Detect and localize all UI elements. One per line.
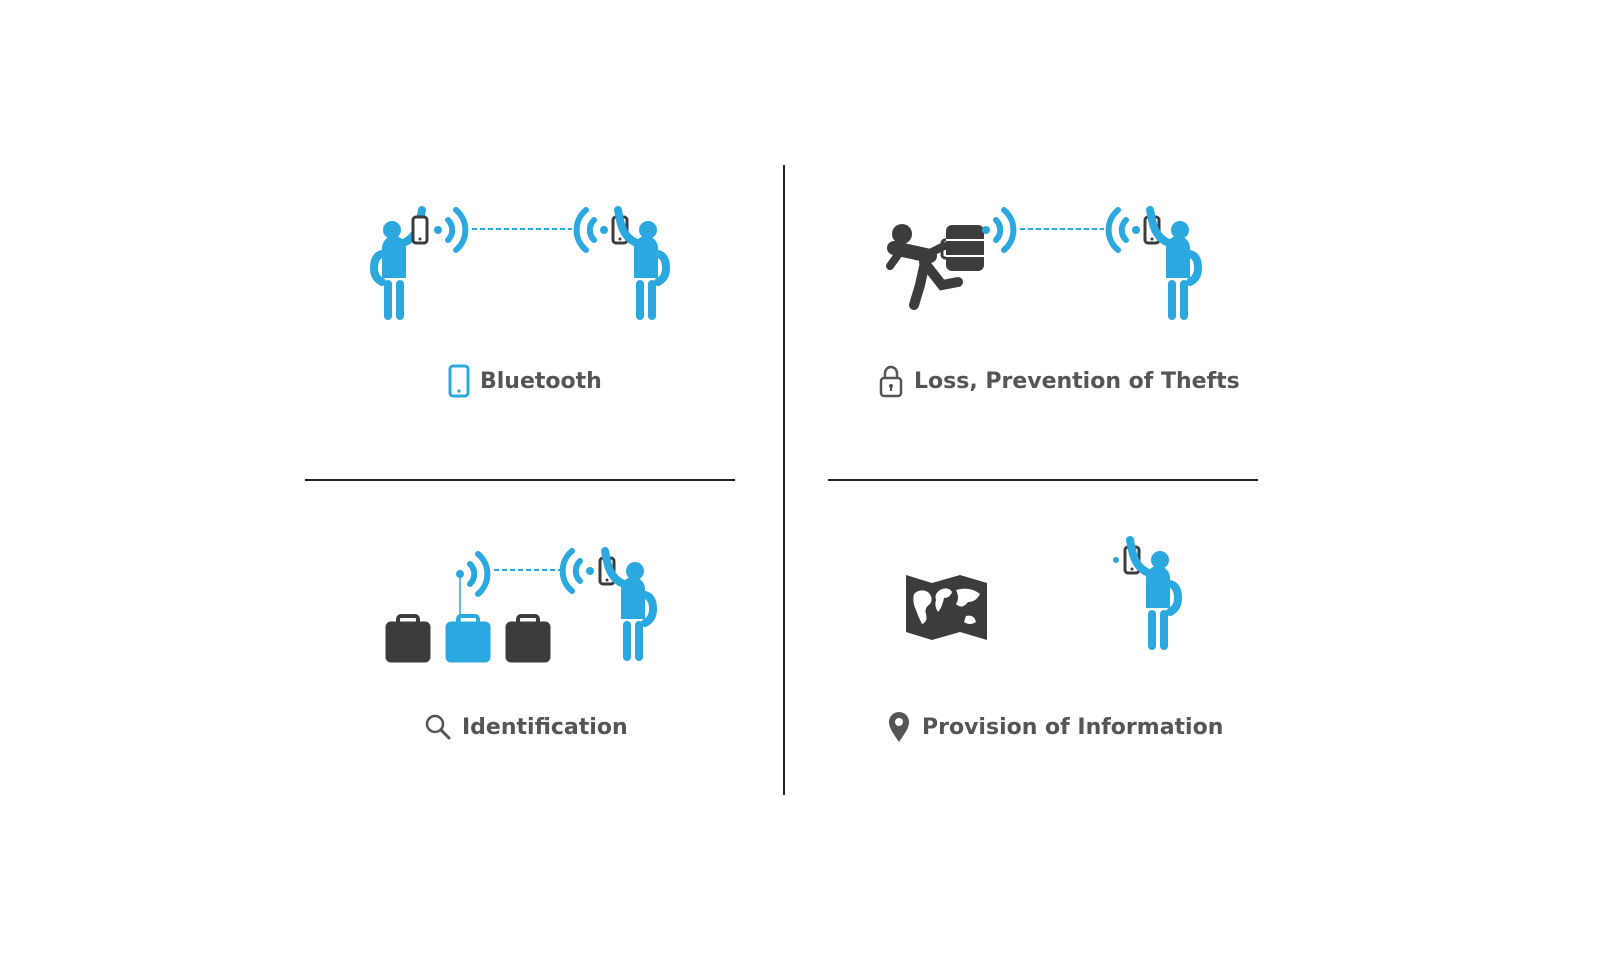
lock-icon <box>879 365 903 398</box>
signal-dot <box>1113 557 1119 563</box>
smartphone-icon <box>448 364 470 398</box>
stolen-suitcase-icon <box>940 225 984 271</box>
bluetooth-title: Bluetooth <box>480 368 602 394</box>
loss-label: Loss, Prevention of Thefts <box>878 364 1240 398</box>
suitcase-icon <box>504 614 552 664</box>
information-illustration <box>906 540 1178 650</box>
identification-title: Identification <box>462 714 628 740</box>
information-label: Provision of Information <box>886 710 1223 744</box>
person-with-phone-icon <box>1150 210 1198 320</box>
magnifier-icon <box>425 714 451 740</box>
signal-icon <box>563 551 594 591</box>
person-with-phone-icon <box>1130 540 1178 650</box>
signal-icon <box>434 210 465 250</box>
identification-illustration <box>384 551 653 664</box>
bluetooth-illustration <box>374 210 666 320</box>
information-title: Provision of Information <box>922 714 1224 740</box>
loss-title: Loss, Prevention of Thefts <box>914 368 1240 394</box>
person-with-phone-icon <box>605 551 653 661</box>
signal-icon <box>982 210 1013 250</box>
suitcase-icon <box>384 614 432 664</box>
person-with-phone-icon <box>618 210 666 320</box>
identification-label: Identification <box>424 712 628 742</box>
world-map-icon <box>906 575 987 640</box>
identified-suitcase-icon <box>444 614 492 664</box>
location-pin-icon <box>889 712 909 742</box>
theft-illustration <box>886 210 1198 320</box>
phone-icon <box>411 215 429 245</box>
signal-icon <box>577 210 608 250</box>
signal-icon <box>1109 210 1140 250</box>
bluetooth-label: Bluetooth <box>448 364 602 398</box>
